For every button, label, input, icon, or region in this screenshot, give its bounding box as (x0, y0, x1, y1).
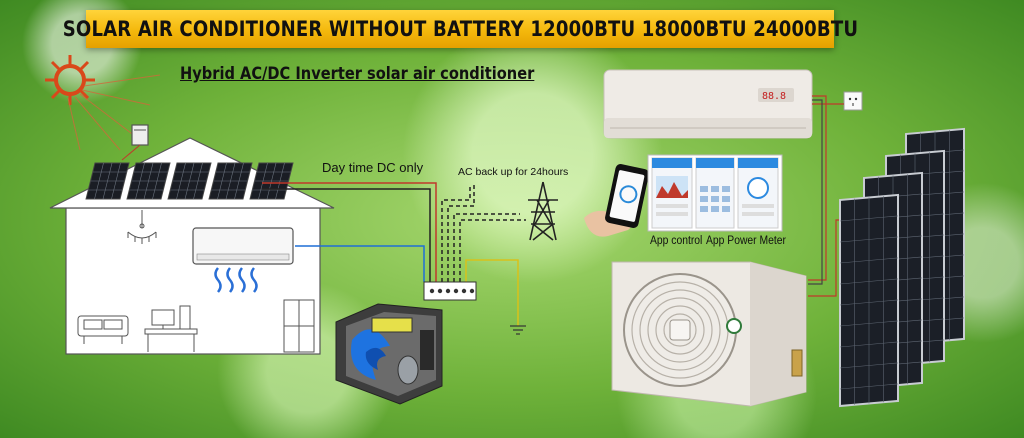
wiring (262, 182, 526, 326)
transmission-tower-icon (528, 181, 558, 241)
desk-computer-icon (144, 305, 198, 352)
app-screen-power-meter (737, 157, 779, 229)
wardrobe-icon (283, 299, 315, 353)
roof-panel (126, 162, 171, 200)
page-title: SOLAR AIR CONDITIONER WITHOUT BATTERY 12… (62, 17, 858, 41)
app-control-label: App control (650, 235, 703, 247)
terminal-block (423, 281, 477, 301)
app-screens (647, 154, 783, 232)
chandelier-icon (127, 210, 157, 244)
outdoor-unit-cutaway (335, 303, 443, 405)
cool-air-waves-icon (214, 267, 258, 293)
house-indoor-ac-unit (192, 227, 294, 265)
page-subtitle: Hybrid AC/DC Inverter solar air conditio… (180, 64, 535, 84)
app-power-meter-label: App Power Meter (706, 235, 786, 247)
indoor-unit-display: 88.8 (762, 91, 786, 102)
sofa-icon (77, 315, 129, 344)
indoor-split-unit: 88.8 (603, 69, 813, 139)
sun-icon (45, 55, 161, 151)
title-banner: SOLAR AIR CONDITIONER WITHOUT BATTERY 12… (62, 10, 858, 48)
roof-panel (85, 162, 130, 200)
ground-icon (510, 325, 526, 335)
app-screen-control (651, 157, 693, 229)
smartphone-app-icon (584, 164, 649, 237)
roof-panel (208, 162, 253, 200)
roof-panel (167, 162, 212, 200)
app-screen-remote (695, 157, 735, 229)
ac-backup-label: AC back up for 24hours (458, 166, 569, 178)
outdoor-condenser-unit (611, 261, 807, 407)
roof-panel (249, 162, 294, 200)
wall-outlet-icon (812, 91, 863, 111)
solar-panel-array (839, 127, 965, 408)
roof-solar-panels (85, 162, 294, 200)
solar-panel (839, 193, 899, 408)
daytime-dc-label: Day time DC only (322, 160, 424, 175)
